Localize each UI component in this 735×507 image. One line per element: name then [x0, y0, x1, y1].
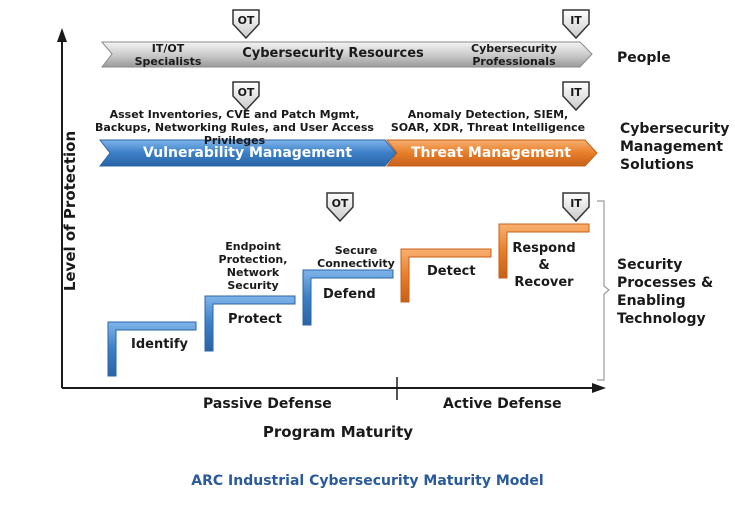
- badge-ot-processes-label: OT: [331, 197, 349, 210]
- people-center-label: Cybersecurity Resources: [242, 46, 424, 61]
- step-defend-caption: Secure Connectivity: [317, 244, 395, 270]
- y-axis-label: Level of Protection: [61, 130, 79, 292]
- badge-ot-solutions: [232, 81, 260, 112]
- badge-it-processes-label: IT: [570, 197, 582, 210]
- threat-description: Anomaly Detection, SIEM, SOAR, XDR, Thre…: [390, 108, 586, 134]
- step-identify-shape: [107, 321, 197, 377]
- badge-it-solutions-label: IT: [570, 86, 582, 99]
- badge-it-solutions: [562, 81, 590, 112]
- threat-management-label: Threat Management: [411, 145, 571, 161]
- row-label-people: People: [617, 50, 671, 66]
- row-label-solutions: Cybersecurity Management Solutions: [620, 121, 730, 173]
- diagram-caption: ARC Industrial Cybersecurity Maturity Mo…: [191, 473, 544, 489]
- x-segment-passive-label: Passive Defense: [203, 396, 332, 412]
- axes: [57, 28, 606, 400]
- badge-ot-processes: [326, 192, 354, 223]
- badge-ot-people: [232, 9, 260, 40]
- vulnerability-management-label: Vulnerability Management: [142, 145, 353, 161]
- people-left-label: IT/OT Specialists: [134, 42, 202, 68]
- step-identify-label: Identify: [131, 337, 189, 352]
- step-protect-label: Protect: [228, 312, 282, 327]
- badge-ot-people-label: OT: [237, 14, 255, 27]
- badge-it-people: [562, 9, 590, 40]
- x-axis-arrowhead: [592, 383, 606, 393]
- step-defend-shape: [302, 269, 394, 326]
- badge-ot-solutions-label: OT: [237, 86, 255, 99]
- processes-brace: [597, 200, 610, 381]
- step-protect-caption: Endpoint Protection, Network Security: [218, 240, 288, 292]
- step-respond-label: Respond & Recover: [512, 241, 576, 290]
- vulnerability-management-arrow: [98, 139, 397, 167]
- step-defend-label: Defend: [323, 287, 376, 302]
- y-axis-arrowhead: [57, 28, 67, 42]
- people-arrow: [100, 41, 593, 68]
- badge-it-people-label: IT: [570, 14, 582, 27]
- step-detect-label: Detect: [427, 264, 476, 279]
- badge-it-processes: [562, 192, 590, 223]
- x-segment-active-label: Active Defense: [443, 396, 562, 412]
- step-protect-shape: [204, 295, 296, 352]
- threat-management-arrow: [385, 139, 598, 167]
- x-axis-label: Program Maturity: [262, 423, 414, 441]
- row-label-processes: Security Processes & Enabling Technology: [617, 257, 714, 327]
- step-respond-shape: [498, 223, 590, 279]
- vulnerability-description: Asset Inventories, CVE and Patch Mgmt, B…: [95, 108, 374, 147]
- people-right-label: Cybersecurity Professionals: [471, 42, 557, 68]
- step-detect-shape: [400, 248, 492, 303]
